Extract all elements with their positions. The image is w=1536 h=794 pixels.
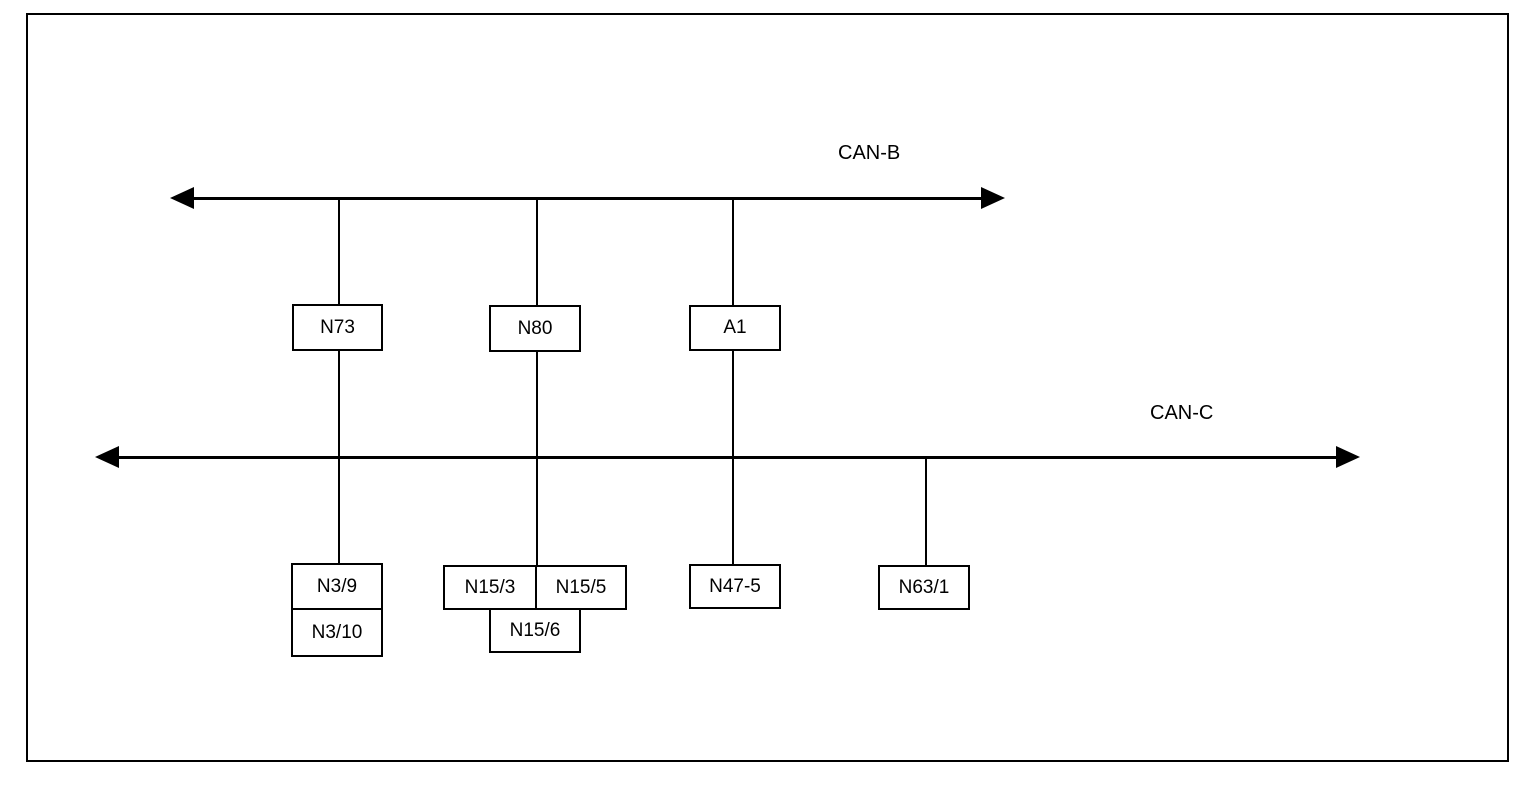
- node-label: N63/1: [898, 576, 950, 598]
- node-box-n3-9: N3/9: [291, 563, 383, 610]
- node-box-n80: N80: [489, 305, 581, 352]
- node-label: N73: [320, 316, 355, 338]
- node-label: N15/5: [555, 576, 607, 598]
- can-c-bus-line: [115, 456, 1340, 459]
- arrow-left-icon: [170, 187, 194, 209]
- node-label: N3/10: [311, 621, 363, 643]
- arrow-right-icon: [1336, 446, 1360, 468]
- diagram-border: [26, 13, 1509, 762]
- arrow-right-icon: [981, 187, 1005, 209]
- node-box-n15-6: N15/6: [489, 608, 581, 653]
- node-box-n63-1: N63/1: [878, 565, 970, 610]
- node-box-n15-5: N15/5: [535, 565, 627, 610]
- arrow-left-icon: [95, 446, 119, 468]
- node-label: N80: [517, 317, 553, 339]
- connector-n80-branch: [536, 198, 538, 566]
- node-box-n73: N73: [292, 304, 383, 351]
- node-box-n47-5: N47-5: [689, 564, 781, 609]
- node-box-n3-10: N3/10: [291, 608, 383, 657]
- connector-n73-branch: [338, 198, 340, 564]
- node-box-a1: A1: [689, 305, 781, 351]
- can-c-bus-label: CAN-C: [1150, 402, 1214, 424]
- connector-n63-1-branch: [925, 457, 927, 567]
- node-label: N47-5: [709, 575, 761, 597]
- node-label: A1: [723, 317, 747, 338]
- can-b-bus-label: CAN-B: [838, 142, 901, 164]
- node-label: N15/6: [509, 619, 561, 641]
- connector-a1-branch: [732, 198, 734, 565]
- node-label: N3/9: [316, 575, 358, 597]
- can-b-bus-line: [190, 197, 985, 200]
- node-label: N15/3: [464, 576, 516, 598]
- node-box-n15-3: N15/3: [443, 565, 537, 610]
